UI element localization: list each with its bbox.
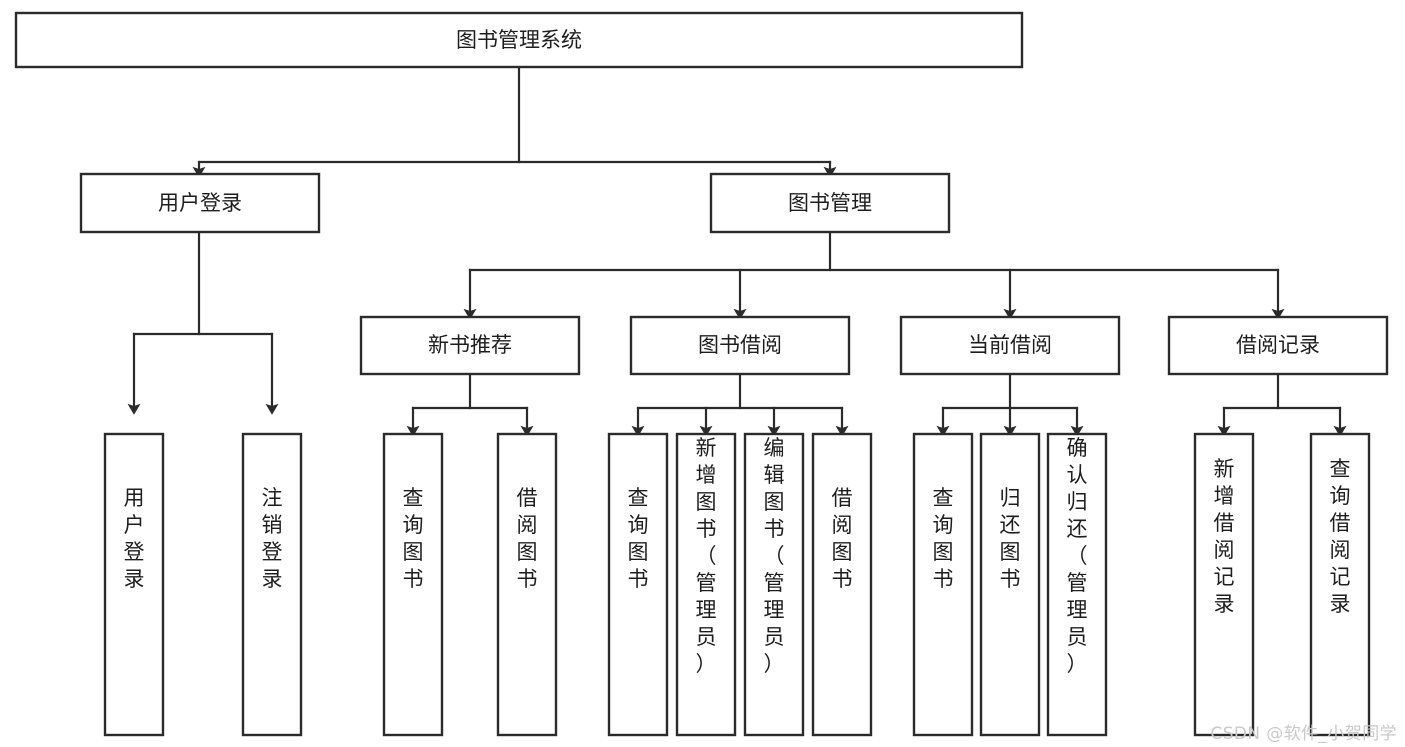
- leaf-borrow-record-2[interactable]: 查询借阅记录: [1309, 432, 1371, 737]
- leaf-current-borrow-2-box[interactable]: [979, 432, 1041, 737]
- node-new-book-recommend-label: 新书推荐: [428, 333, 512, 357]
- leaf-book-borrow-4-box[interactable]: [811, 432, 873, 737]
- leaf-book-borrow-2[interactable]: 新增图书（管理员）: [675, 432, 737, 737]
- node-book-borrow-label: 图书借阅: [698, 333, 782, 357]
- leaf-user-login-1[interactable]: 用户登录: [103, 432, 165, 737]
- leaf-book-borrow-3[interactable]: 编辑图书（管理员）: [743, 432, 805, 737]
- node-new-book-recommend-box[interactable]: [359, 315, 581, 376]
- node-borrow-record[interactable]: 借阅记录: [1167, 315, 1389, 376]
- leaf-book-borrow-4-label: 借阅图书: [832, 486, 853, 591]
- node-user-login-label: 用户登录: [158, 191, 242, 215]
- node-book-borrow-box[interactable]: [629, 315, 851, 376]
- watermark-text: CSDN @软件_小贺同学: [1210, 724, 1397, 744]
- leaf-user-login-2-box[interactable]: [241, 432, 303, 737]
- leaf-user-login-1-label: 用户登录: [124, 486, 145, 591]
- leaf-new-book-2[interactable]: 借阅图书: [496, 432, 558, 737]
- leaf-borrow-record-1[interactable]: 新增借阅记录: [1193, 432, 1255, 737]
- leaf-borrow-record-2-box[interactable]: [1309, 432, 1371, 737]
- leaf-current-borrow-3-label: 确认归还（管理员）: [1067, 436, 1088, 676]
- node-root-label: 图书管理系统: [456, 28, 582, 52]
- node-current-borrow-label: 当前借阅: [968, 333, 1052, 357]
- leaf-user-login-2-label: 注销登录: [262, 486, 283, 591]
- leaf-current-borrow-1-box[interactable]: [912, 432, 974, 737]
- leaf-current-borrow-3-box[interactable]: [1046, 432, 1108, 737]
- node-new-book-recommend[interactable]: 新书推荐: [359, 315, 581, 376]
- leaf-new-book-1[interactable]: 查询图书: [382, 432, 444, 737]
- leaf-borrow-record-2-label: 查询借阅记录: [1330, 457, 1351, 616]
- leaf-book-borrow-1-box[interactable]: [607, 432, 669, 737]
- leaf-new-book-2-box[interactable]: [496, 432, 558, 737]
- leaf-new-book-2-label: 借阅图书: [517, 486, 538, 591]
- node-root-box[interactable]: [14, 11, 1024, 69]
- node-borrow-record-label: 借阅记录: [1236, 333, 1320, 357]
- node-book-manage-box[interactable]: [709, 172, 951, 234]
- leaf-user-login-1-box[interactable]: [103, 432, 165, 737]
- leaf-current-borrow-2-label: 归还图书: [1000, 486, 1021, 591]
- leaf-current-borrow-1[interactable]: 查询图书: [912, 432, 974, 737]
- leaf-book-borrow-2-box[interactable]: [675, 432, 737, 737]
- node-current-borrow-box[interactable]: [899, 315, 1121, 376]
- leaf-book-borrow-3-label: 编辑图书（管理员）: [764, 436, 785, 676]
- node-borrow-record-box[interactable]: [1167, 315, 1389, 376]
- node-root[interactable]: 图书管理系统: [14, 11, 1024, 69]
- leaf-book-borrow-3-box[interactable]: [743, 432, 805, 737]
- leaf-user-login-2[interactable]: 注销登录: [241, 432, 303, 737]
- leaf-book-borrow-1[interactable]: 查询图书: [607, 432, 669, 737]
- leaf-current-borrow-1-label: 查询图书: [933, 486, 954, 591]
- node-user-login-box[interactable]: [79, 172, 321, 234]
- leaf-current-borrow-3[interactable]: 确认归还（管理员）: [1046, 432, 1108, 737]
- node-book-manage[interactable]: 图书管理: [709, 172, 951, 234]
- leaf-book-borrow-1-label: 查询图书: [628, 486, 649, 591]
- node-current-borrow[interactable]: 当前借阅: [899, 315, 1121, 376]
- leaf-borrow-record-1-box[interactable]: [1193, 432, 1255, 737]
- connector-layer: [127, 65, 1347, 437]
- node-book-borrow[interactable]: 图书借阅: [629, 315, 851, 376]
- leaf-new-book-1-label: 查询图书: [403, 486, 424, 591]
- leaf-book-borrow-4[interactable]: 借阅图书: [811, 432, 873, 737]
- node-book-manage-label: 图书管理: [788, 191, 872, 215]
- leaf-book-borrow-2-label: 新增图书（管理员）: [696, 436, 717, 676]
- node-user-login[interactable]: 用户登录: [79, 172, 321, 234]
- leaf-current-borrow-2[interactable]: 归还图书: [979, 432, 1041, 737]
- leaf-new-book-1-box[interactable]: [382, 432, 444, 737]
- leaf-borrow-record-1-label: 新增借阅记录: [1214, 457, 1235, 616]
